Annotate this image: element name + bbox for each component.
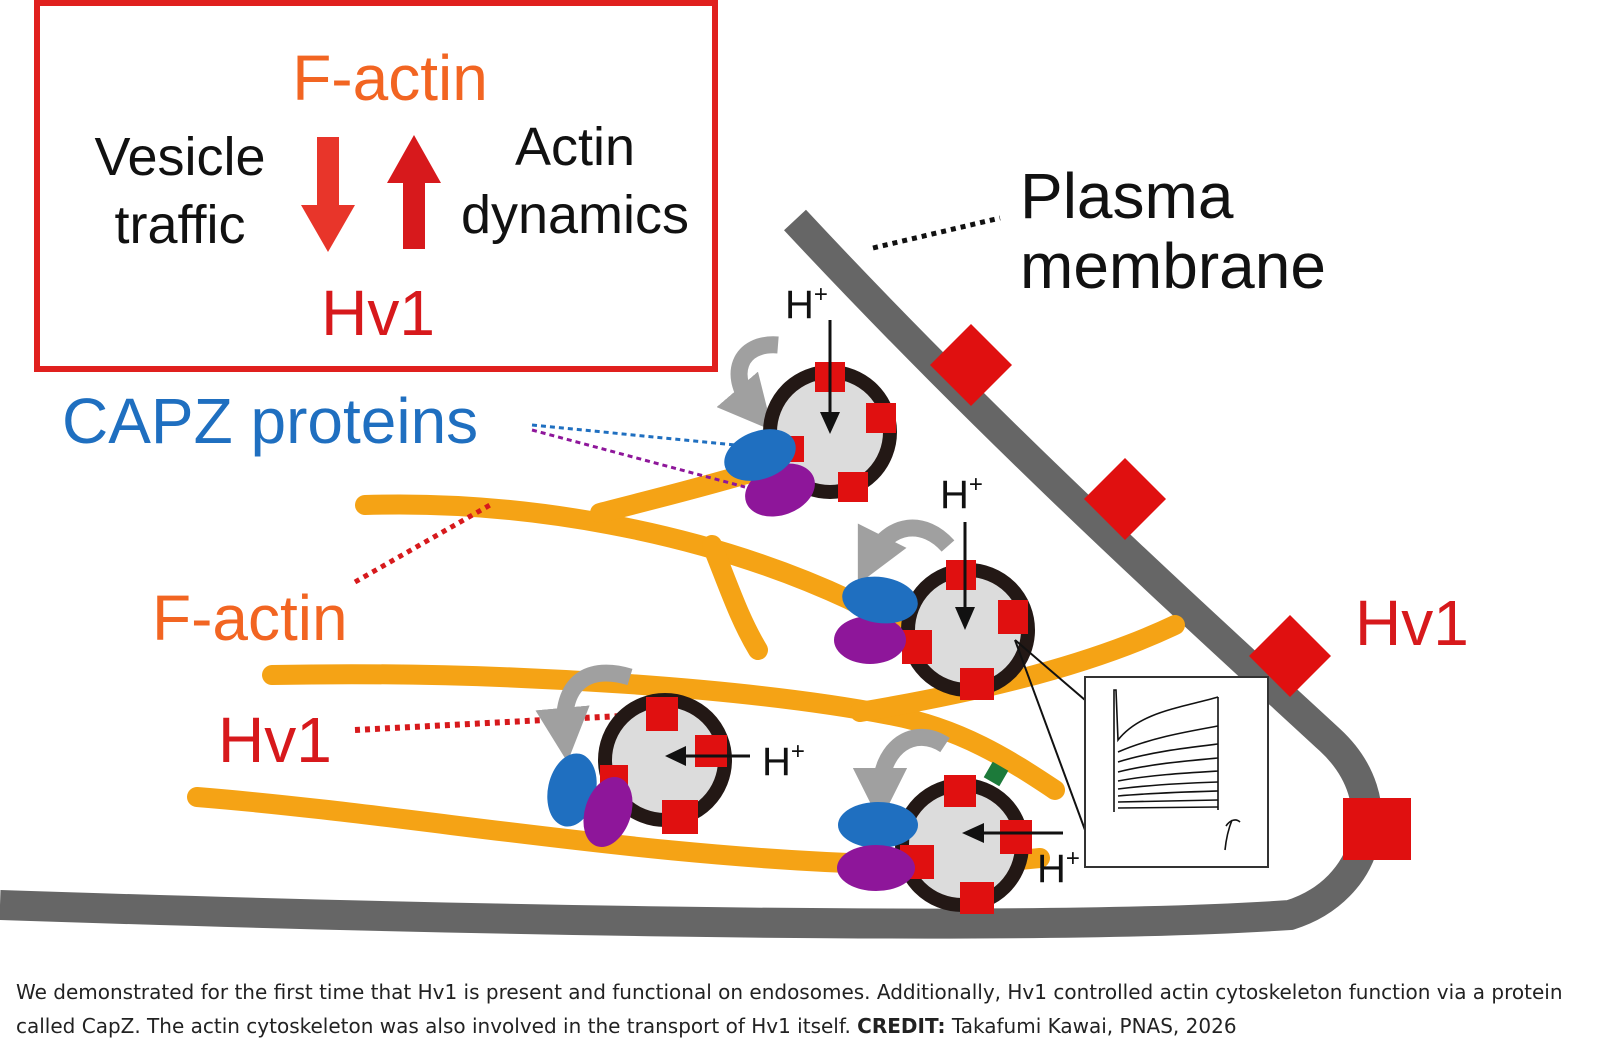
legend-actin-dynamics-line1: Actin xyxy=(515,117,635,177)
inset-pointer xyxy=(1014,639,1086,831)
inset-pointer xyxy=(1014,639,1086,701)
hv1-label-right: Hv1 xyxy=(1355,587,1469,659)
legend-vesicle-traffic-line2: traffic xyxy=(114,195,245,255)
credit-label: CREDIT: xyxy=(857,1014,946,1038)
legend-box: F-actin Vesicle traffic Actin dynamics H… xyxy=(34,0,718,372)
capz-proteins-label: CAPZ proteins xyxy=(62,385,478,457)
arrow-down-icon xyxy=(301,137,355,252)
recycle-arrow-icon xyxy=(716,336,779,431)
proton-label: H+ xyxy=(762,738,805,784)
endosome: H+ xyxy=(837,728,1080,914)
capz-blue-protein xyxy=(547,753,597,827)
figure-caption: We demonstrated for the first time that … xyxy=(16,975,1581,1043)
recycle-arrow-icon xyxy=(857,519,955,585)
endosome: H+ xyxy=(834,471,1035,700)
capz-purple-protein xyxy=(837,845,915,891)
proton-label: H+ xyxy=(1037,845,1080,891)
hv1-pointer xyxy=(354,712,641,733)
legend-actin-dynamics-line2: dynamics xyxy=(461,185,689,245)
current-trace-inset xyxy=(1084,676,1269,868)
endosome: H+ xyxy=(535,664,805,847)
endosome: H+ xyxy=(716,281,897,517)
legend-f-actin: F-actin xyxy=(292,42,488,114)
capz-blue-pointer xyxy=(531,423,736,447)
f-actin-label: F-actin xyxy=(152,582,348,654)
f-actin-pointer xyxy=(353,502,492,585)
proton-label: H+ xyxy=(940,471,983,517)
hv1-diagram: F-actin Vesicle traffic Actin dynamics H… xyxy=(0,0,1469,939)
caption-text: We demonstrated for the first time that … xyxy=(16,980,1563,1038)
capz-blue-protein xyxy=(724,429,796,481)
plasma-membrane-label-line1: Plasma xyxy=(1020,160,1234,232)
plasma-membrane-label-line2: membrane xyxy=(1020,230,1326,302)
capz-purple-protein xyxy=(583,777,633,847)
membrane-hv1-channels xyxy=(929,323,1411,860)
capz-purple-pointer xyxy=(531,428,746,489)
arrow-up-icon xyxy=(387,135,441,249)
proton-label: H+ xyxy=(785,281,828,327)
plasma-membrane xyxy=(0,209,1382,939)
legend-hv1: Hv1 xyxy=(321,277,435,349)
capz-purple-protein xyxy=(834,616,906,664)
capz-blue-protein xyxy=(838,802,918,848)
recycle-arrow-icon xyxy=(535,664,633,763)
plasma-membrane-pointer xyxy=(872,215,1001,251)
legend-vesicle-traffic-line1: Vesicle xyxy=(94,127,265,187)
recycle-arrow-icon xyxy=(852,728,950,823)
credit-text: Takafumi Kawai, PNAS, 2026 xyxy=(951,1014,1237,1038)
hv1-label-left: Hv1 xyxy=(218,704,332,776)
capz-blue-protein xyxy=(842,576,918,624)
